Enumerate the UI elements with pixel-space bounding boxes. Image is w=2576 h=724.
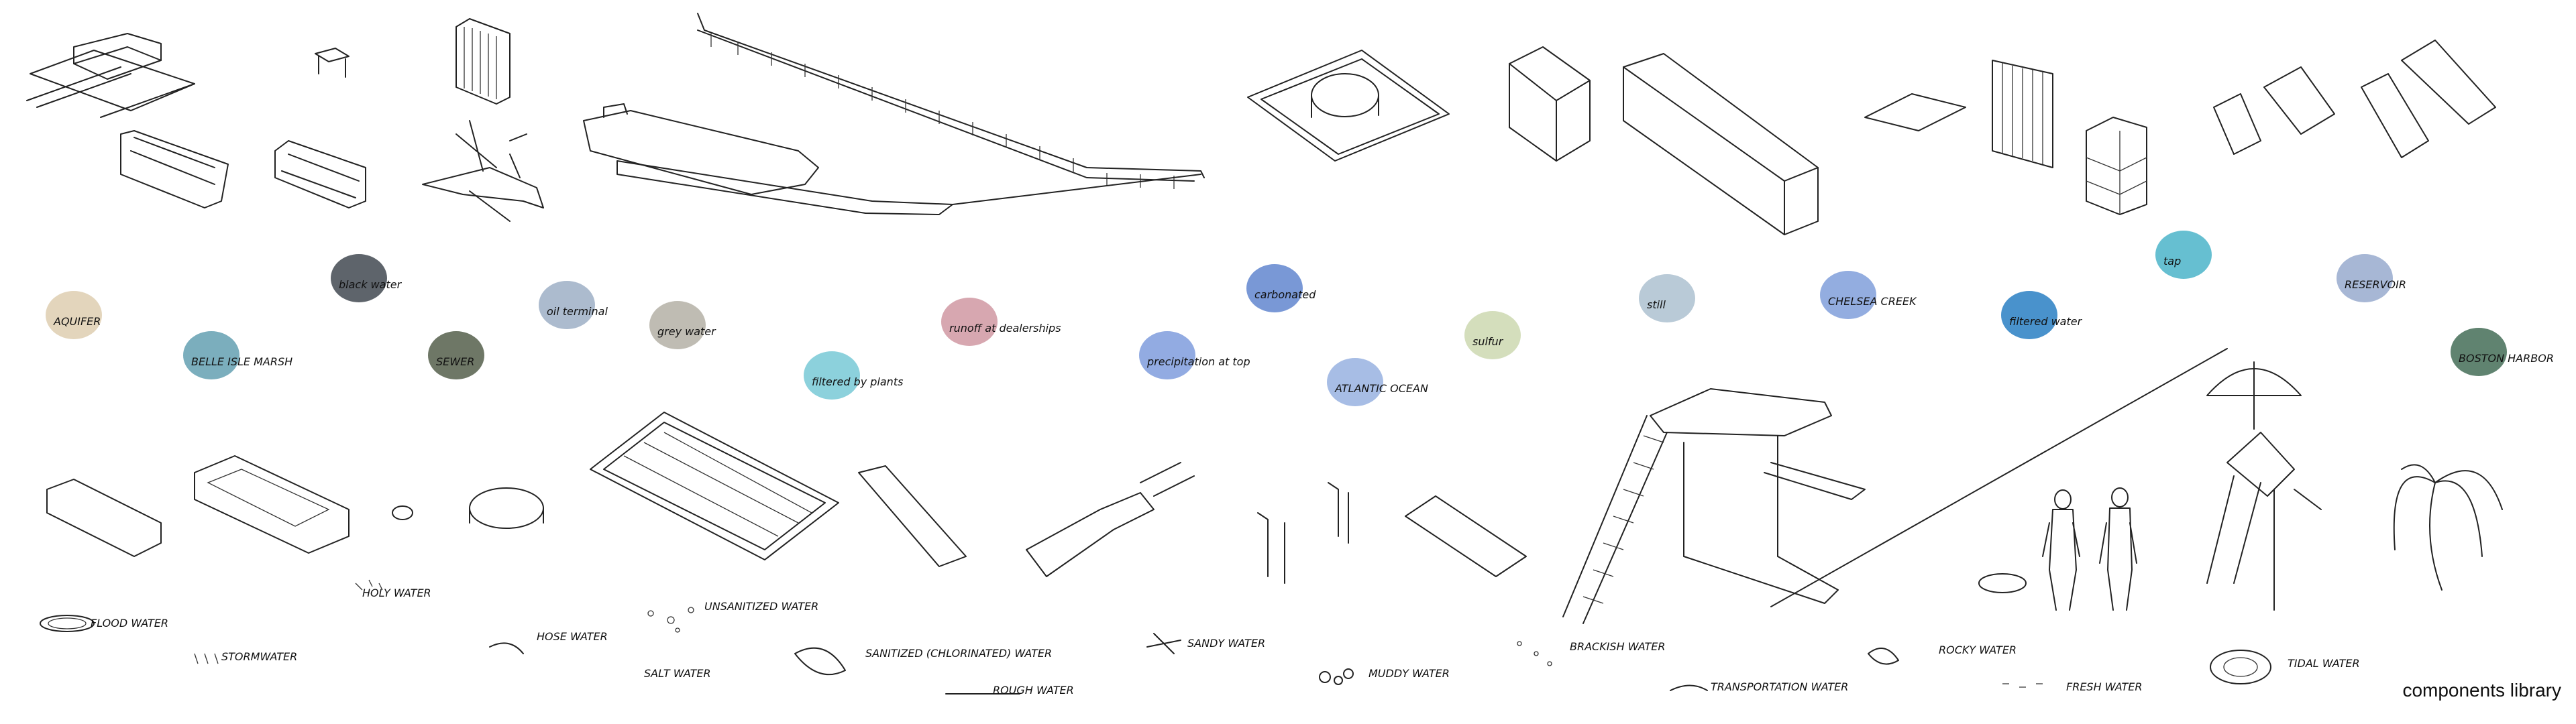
- sketch-marks: [40, 579, 2271, 695]
- airplane: [422, 120, 544, 222]
- sketch-water-label: FRESH WATER: [2066, 680, 2143, 693]
- human-figures: [1978, 487, 2137, 611]
- water-sample-9: carbonated: [1246, 264, 1316, 312]
- sketch-water-label: ROUGH WATER: [993, 684, 1074, 697]
- water-sample-2: black water: [331, 254, 402, 302]
- water-sample-label: CHELSEA CREEK: [1828, 295, 1917, 308]
- water-sample-label: sulfur: [1472, 335, 1504, 348]
- water-sample-8: precipitation at top: [1139, 331, 1250, 379]
- water-blob: [428, 331, 484, 379]
- pier-with-ship: [583, 13, 1205, 215]
- lifeguard-chair: [2206, 361, 2322, 611]
- water-blob: [331, 254, 387, 302]
- round-pool: [1247, 50, 1450, 162]
- sketch-water-label: SANITIZED (CHLORINATED) WATER: [865, 647, 1052, 660]
- water-sample-label: filtered water: [2009, 315, 2083, 328]
- water-sample-17: BOSTON HARBOR: [2451, 328, 2554, 376]
- water-sample-10: ATLANTIC OCEAN: [1327, 358, 1428, 406]
- sketch-water-label: HOLY WATER: [362, 587, 431, 599]
- water-blob: [183, 331, 239, 379]
- water-sample-3: SEWER: [428, 331, 484, 379]
- water-sample-6: filtered by plants: [804, 351, 903, 400]
- water-sample-label: SEWER: [436, 355, 474, 368]
- water-sample-label: oil terminal: [547, 305, 608, 318]
- water-sample-11: sulfur: [1464, 311, 1521, 359]
- sketch-water-label: SALT WATER: [644, 667, 711, 680]
- water-sample-0: AQUIFER: [46, 291, 102, 339]
- diving-tower: [1562, 388, 1866, 624]
- gate-and-shelf: [1864, 60, 2147, 215]
- ramp-and-ladder: [858, 462, 1195, 577]
- small-table: [315, 48, 350, 78]
- sketch-water-label: TRANSPORTATION WATER: [1711, 680, 1848, 693]
- water-blob: [804, 351, 860, 400]
- water-blob: [2451, 328, 2507, 376]
- water-sample-label: AQUIFER: [53, 315, 101, 328]
- arched-blocks: [1509, 46, 1819, 235]
- water-sample-label: carbonated: [1254, 288, 1316, 301]
- rectangular-pool: [590, 412, 839, 560]
- water-blob: [2155, 231, 2212, 279]
- water-sample-12: still: [1639, 274, 1695, 322]
- water-sample-label: precipitation at top: [1146, 355, 1250, 368]
- water-sample-label: RESERVOIR: [2345, 278, 2406, 291]
- water-blob: [1139, 331, 1195, 379]
- library-title: components library: [2402, 680, 2561, 701]
- water-sample-label: BOSTON HARBOR: [2459, 352, 2554, 365]
- water-blob: [1820, 271, 1876, 319]
- water-blob: [1464, 311, 1521, 359]
- water-sample-label: grey water: [657, 325, 716, 338]
- track-line: [1770, 348, 2228, 607]
- water-sample-13: CHELSEA CREEK: [1820, 271, 1917, 319]
- water-blob: [1639, 274, 1695, 322]
- sketch-water-label: TIDAL WATER: [2288, 657, 2360, 670]
- sketch-water-label: FLOOD WATER: [91, 617, 168, 629]
- water-sample-label: tap: [2163, 255, 2181, 267]
- water-blob: [46, 291, 102, 339]
- water-sample-7: runoff at dealerships: [941, 298, 1061, 346]
- water-sample-1: BELLE ISLE MARSH: [183, 331, 292, 379]
- water-sample-16: RESERVOIR: [2337, 254, 2406, 302]
- sketch-water-label: MUDDY WATER: [1368, 667, 1450, 680]
- water-blob: [1246, 264, 1303, 312]
- water-blob: [941, 298, 998, 346]
- water-blob: [2337, 254, 2393, 302]
- water-sample-5: grey water: [649, 301, 716, 349]
- sketch-water-label: BRACKISH WATER: [1570, 640, 1666, 653]
- radiator: [455, 18, 511, 105]
- water-sample-15: tap: [2155, 231, 2212, 279]
- bus: [274, 140, 366, 208]
- sketch-water-label: SANDY WATER: [1187, 637, 1265, 650]
- water-blob: [539, 281, 595, 329]
- water-sample-label: ATLANTIC OCEAN: [1334, 382, 1428, 395]
- water-blob: [649, 301, 706, 349]
- pool-ladders: [1257, 482, 1527, 584]
- water-sample-label: filtered by plants: [812, 375, 903, 388]
- water-sample-4: oil terminal: [539, 281, 608, 329]
- water-blob: [1327, 358, 1383, 406]
- water-sample-label: runoff at dealerships: [949, 322, 1061, 335]
- building-on-tracks: [26, 33, 195, 118]
- sketch-water-label: STORMWATER: [221, 650, 297, 663]
- water-sample-label: black water: [339, 278, 402, 291]
- palm-tree: [2393, 464, 2503, 591]
- sketch-water-label: ROCKY WATER: [1939, 644, 2017, 656]
- sketch-water-label: UNSANITIZED WATER: [704, 600, 818, 613]
- water-blob: [2001, 291, 2057, 339]
- water-sample-label: BELLE ISLE MARSH: [191, 355, 292, 368]
- monkey-bars: [2213, 40, 2496, 158]
- water-sample-label: still: [1647, 298, 1666, 311]
- planter-boxes: [46, 455, 544, 557]
- sketch-water-label: HOSE WATER: [537, 630, 608, 643]
- train-car: [120, 130, 229, 208]
- water-sample-14: filtered water: [2001, 291, 2083, 339]
